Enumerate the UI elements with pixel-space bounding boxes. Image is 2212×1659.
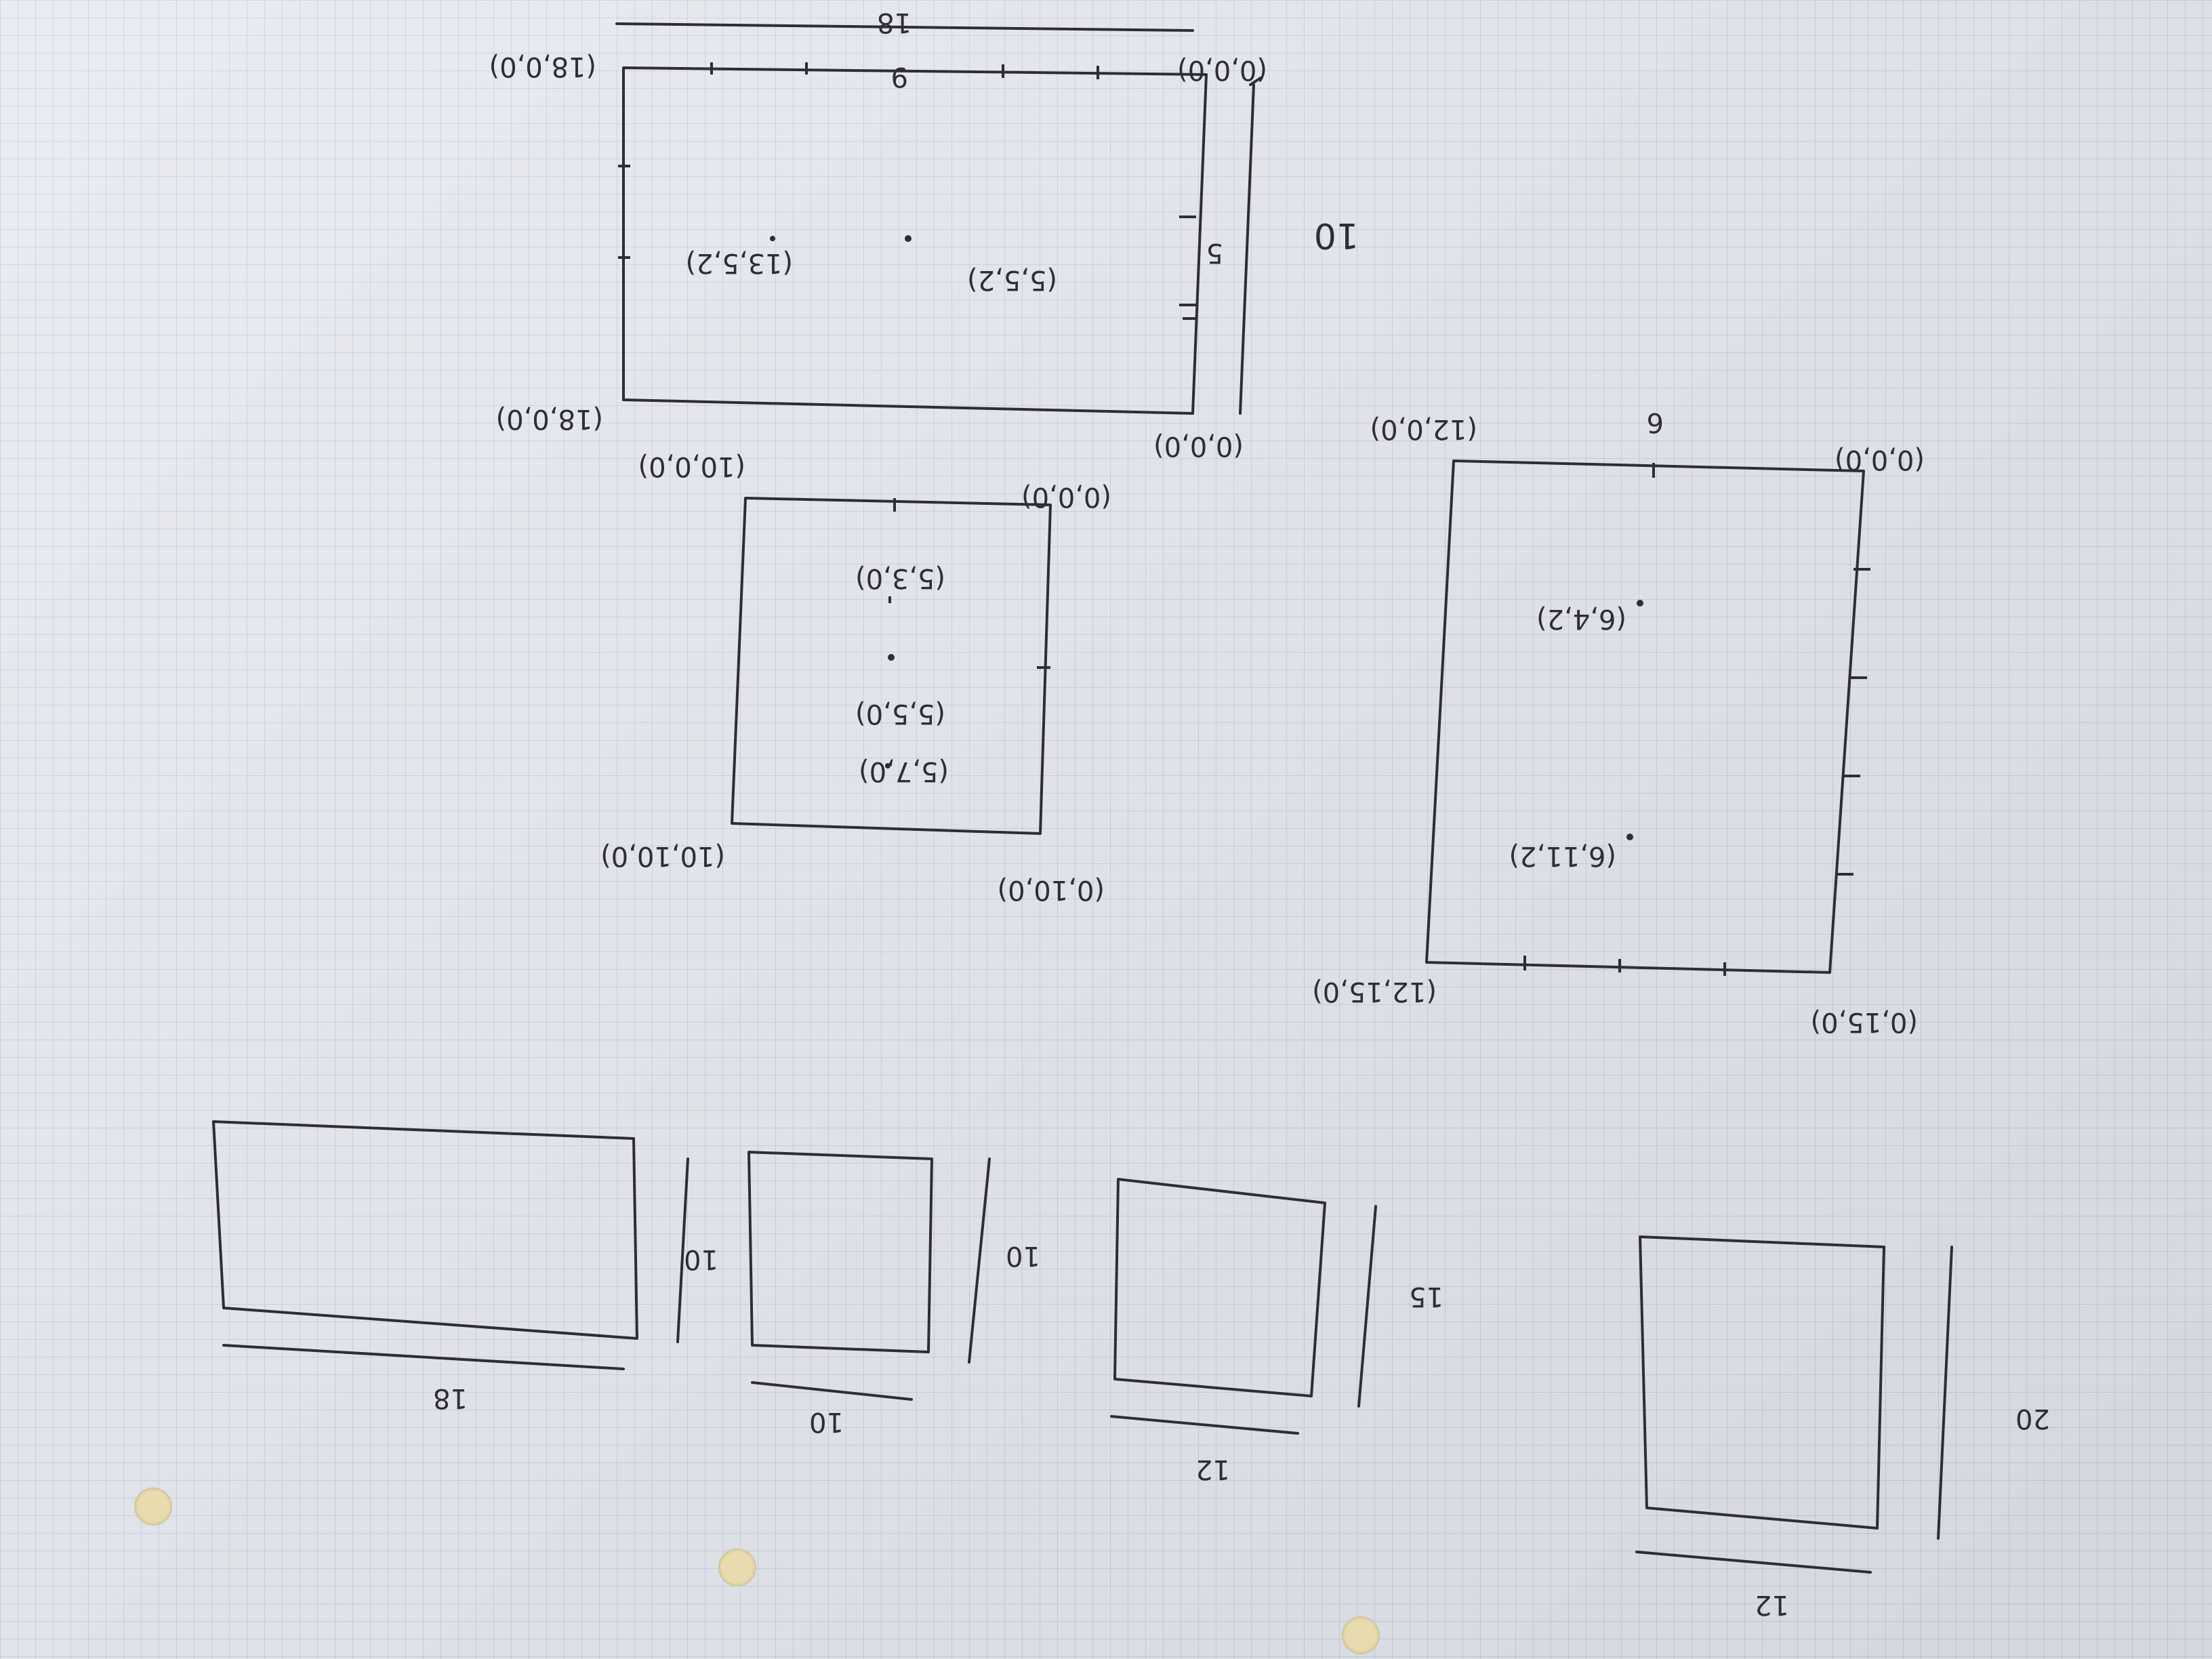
footprint-height: 20 bbox=[2015, 1403, 2050, 1434]
point-label: (5,3,0) bbox=[855, 562, 945, 594]
corner-label: (12,15,0) bbox=[1312, 976, 1437, 1007]
corner-label: (0,15,0) bbox=[1811, 1006, 1918, 1038]
footprint-width: 12 bbox=[1755, 1589, 1789, 1620]
corner-label: (10,0,0) bbox=[638, 451, 745, 482]
footprint-12x15: 12 15 bbox=[1110, 1178, 1443, 1485]
corner-label: (12,0,0) bbox=[1370, 413, 1477, 445]
footprint-height: 10 bbox=[684, 1244, 718, 1275]
punch-hole bbox=[1342, 1616, 1380, 1654]
point-label: (5,7,0) bbox=[859, 756, 949, 787]
footprint-10x10: 10 10 bbox=[747, 1151, 1040, 1437]
footprint-18x10: 18 10 bbox=[212, 1120, 718, 1414]
punch-hole bbox=[134, 1488, 172, 1525]
corner-label: (0,0,0) bbox=[1177, 54, 1267, 85]
corner-label: (18,0,0) bbox=[496, 403, 603, 434]
punch-hole bbox=[718, 1549, 756, 1586]
point-label: (5,5,2) bbox=[967, 264, 1057, 295]
point-label: (6,11,2) bbox=[1509, 840, 1616, 872]
footprint-12x20: 12 20 bbox=[1635, 1235, 2050, 1620]
footprint-width: 18 bbox=[433, 1382, 468, 1414]
corner-label: (0,0,0) bbox=[1153, 430, 1244, 462]
corner-label: (0,0,0) bbox=[1835, 444, 1925, 475]
footprint-height: 10 bbox=[1006, 1240, 1040, 1271]
label-top-mark: 9 bbox=[891, 61, 908, 92]
label-top-width: 18 bbox=[877, 7, 912, 38]
box-medium: (10,0,0) (0,0,0) (10,10,0) (0,10,0) (5,3… bbox=[600, 451, 1111, 905]
label-mid: 5 bbox=[1206, 237, 1223, 268]
box-large: 5 10 18 9 (18,0,0) (0,0,0) (18,0,0) (0,0… bbox=[489, 7, 1359, 462]
footprint-width: 10 bbox=[809, 1406, 844, 1437]
point-label: (5,5,0) bbox=[855, 698, 945, 729]
corner-label: (0,0,0) bbox=[1021, 481, 1111, 512]
label-top: 6 bbox=[1647, 407, 1664, 438]
footprint-height: 15 bbox=[1409, 1281, 1443, 1312]
footprint-width: 12 bbox=[1195, 1454, 1230, 1485]
point-label: (13,5,2) bbox=[686, 247, 793, 279]
corner-label: (0,10,0) bbox=[998, 874, 1105, 905]
point-label: (6,4,2) bbox=[1536, 603, 1626, 634]
corner-label: (10,10,0) bbox=[600, 840, 725, 872]
label-height: 10 bbox=[1314, 215, 1359, 255]
box-right: 6 (12,0,0) (0,0,0) (12,15,0) (0,15,0) (6… bbox=[1312, 407, 1925, 1038]
corner-label: (18,0,0) bbox=[489, 51, 596, 82]
